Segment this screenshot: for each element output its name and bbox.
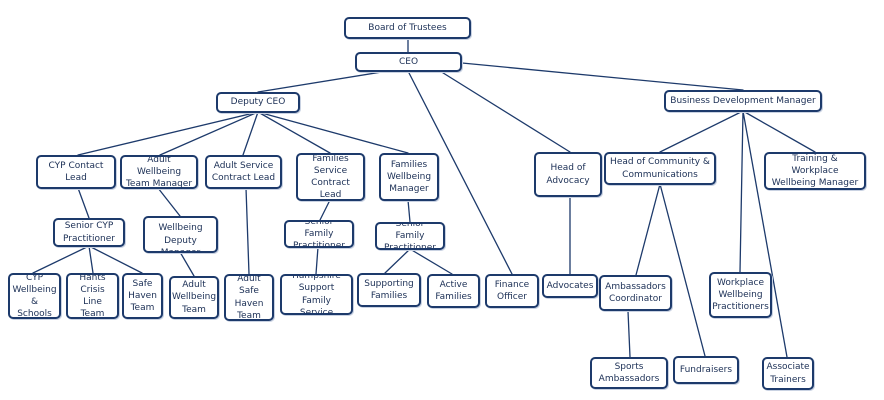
node-adult-safe-haven-team: Adult Safe Haven Team (224, 274, 274, 321)
connector-lines (32, 37, 816, 358)
line-deputy-familieswb (257, 111, 409, 154)
node-senior-family-practitioner-1: Senior Family Practitioner (284, 220, 354, 248)
node-safe-haven-team: Safe Haven Team (122, 273, 163, 319)
line-adultwb-deputy (157, 187, 181, 217)
line-deputy-families (257, 111, 331, 154)
line-deputy-adultservice (242, 111, 259, 156)
node-deputy-ceo: Deputy CEO (216, 92, 300, 113)
node-training-workplace-wellbeing-manager: Training & Workplace Wellbeing Manager (764, 152, 866, 190)
node-sports-ambassadors: Sports Ambassadors (590, 357, 668, 389)
node-adult-wellbeing-team: Adult Wellbeing Team (169, 276, 219, 319)
node-families-service-contract-lead: Families Service Contract Lead (296, 153, 365, 201)
line-comms-fundraisers (659, 183, 706, 357)
node-adult-wellbeing-deputy-manager: Adult Wellbeing Deputy Manager (143, 216, 218, 253)
node-supporting-families: Supporting Families (357, 273, 421, 307)
line-comms-ambassadors (635, 183, 661, 276)
line-senior-safehaven (88, 245, 143, 274)
node-cyp-wellbeing-schools: CYP Wellbeing & Schools (8, 273, 61, 319)
line-senior-cyp-schools (32, 245, 90, 274)
node-senior-family-practitioner-2: Senior Family Practitioner (375, 222, 445, 250)
node-ceo: CEO (355, 52, 462, 72)
node-cyp-contact-lead: CYP Contact Lead (36, 155, 116, 189)
node-adult-wellbeing-team-manager: Adult Wellbeing Team Manager (120, 155, 198, 189)
node-business-development-manager: Business Development Manager (664, 90, 822, 112)
node-active-families: Active Families (427, 274, 480, 308)
node-adult-service-contract-lead: Adult Service Contract Lead (205, 155, 282, 189)
line-ceo-bdm (461, 62, 744, 91)
node-advocates: Advocates (542, 274, 598, 298)
line-bdm-associate (742, 110, 788, 358)
line-bdm-comms (659, 110, 744, 153)
node-head-of-advocacy: Head of Advocacy (534, 152, 602, 197)
line-familieswb-senior (407, 199, 411, 223)
line-cyp-senior (77, 187, 90, 219)
line-ceo-deputy (257, 68, 401, 93)
node-board-of-trustees: Board of Trustees (344, 17, 471, 39)
node-associate-trainers: Associate Trainers (762, 357, 814, 390)
line-ceo-finance (407, 70, 513, 275)
line-deputy-adultwb (159, 111, 259, 156)
line-adultdeputy-team (179, 251, 195, 277)
line-senior-hampshire (315, 246, 319, 275)
line-bdm-training (742, 110, 816, 153)
line-bdm-workplace (739, 110, 744, 273)
line-ambassadors-sports (627, 310, 631, 358)
node-ambassadors-coordinator: Ambassadors Coordinator (599, 275, 672, 311)
line-deputy-cyp (77, 111, 259, 156)
line-senior-active (409, 248, 453, 275)
node-finance-officer: Finance Officer (485, 274, 539, 308)
node-senior-cyp-practitioner: Senior CYP Practitioner (53, 218, 125, 247)
line-adultservice-safehaven (245, 187, 250, 275)
line-families-senior (319, 199, 331, 221)
node-head-of-community-communications: Head of Community & Communications (604, 152, 716, 185)
line-senior-hants (88, 245, 94, 274)
node-hampshire-support-family-service: Hampshire Support Family Service (280, 274, 353, 315)
line-ceo-advocacy (439, 70, 571, 153)
node-workplace-wellbeing-practitioners: Workplace Wellbeing Practitioners (709, 272, 772, 318)
node-families-wellbeing-manager: Families Wellbeing Manager (379, 153, 439, 201)
node-fundraisers: Fundraisers (673, 356, 739, 384)
line-senior-supporting (384, 248, 411, 274)
node-hants-crisis-line-team: Hants Crisis Line Team (66, 273, 119, 319)
